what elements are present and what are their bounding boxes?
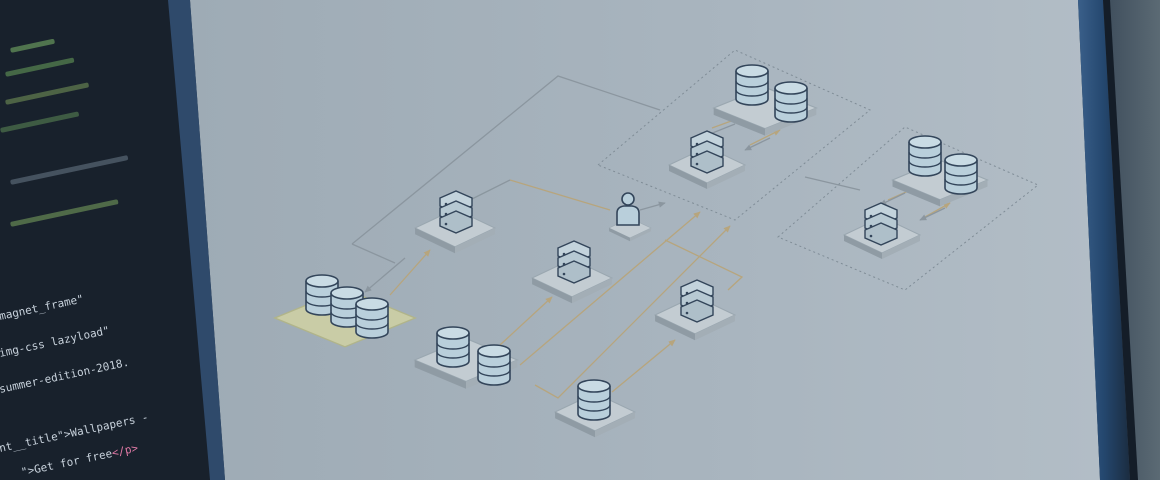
code-token: </p>	[111, 441, 140, 459]
monitor-screen	[190, 0, 1100, 480]
connector-lines	[351, 75, 951, 399]
blurred-code-rows	[0, 39, 129, 227]
group-boundaries	[597, 49, 1039, 291]
user-icon	[616, 192, 640, 226]
monitor-bezel-right	[1078, 0, 1130, 480]
